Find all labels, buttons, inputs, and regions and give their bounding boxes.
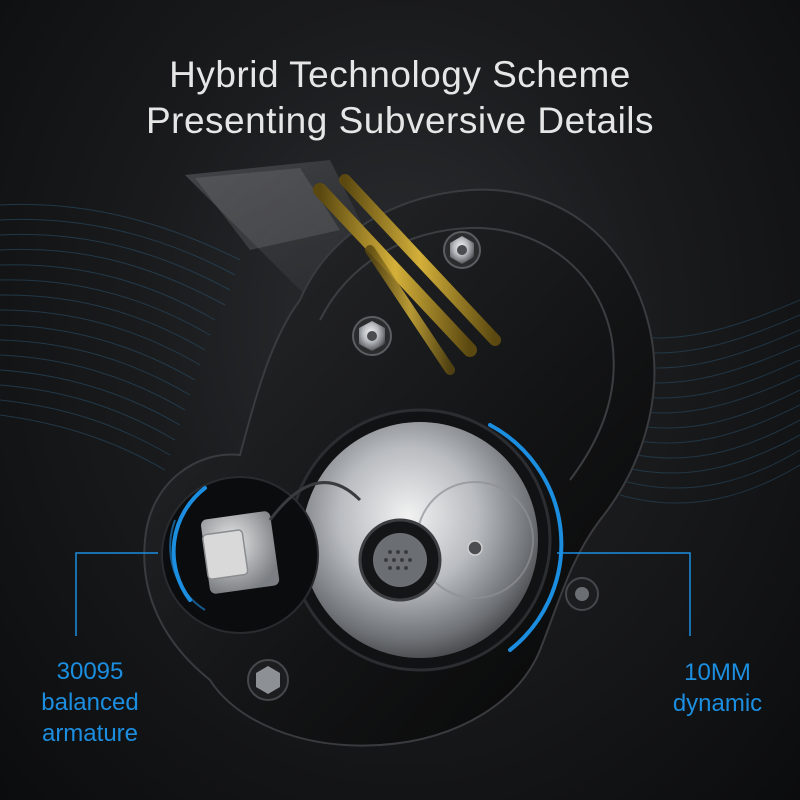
driver-highlight-arc	[488, 423, 564, 652]
screw-top-left	[352, 316, 392, 356]
armature-type-line-1: balanced	[41, 689, 139, 716]
screw-top-right	[443, 231, 481, 269]
armature-highlight-arc-inner	[169, 519, 206, 611]
headline-line-2: Presenting Subversive Details	[145, 100, 655, 141]
gold-pins	[313, 174, 501, 375]
dynamic-driver-label: 10MM dynamic	[660, 657, 775, 719]
driver-type: dynamic	[672, 690, 763, 717]
armature-model: 30095	[56, 658, 124, 685]
headline-line-1: Hybrid Technology Scheme	[169, 54, 631, 95]
screw-bottom-right	[565, 577, 599, 611]
dynamic-driver	[288, 408, 552, 672]
balanced-armature-label: 30095 balanced armature	[30, 656, 150, 749]
balanced-armature-unit	[161, 476, 362, 634]
headline: Hybrid Technology Scheme Presenting Subv…	[0, 52, 800, 144]
armature-callout-line	[75, 552, 158, 636]
screw-bottom-left	[247, 659, 289, 701]
armature-type-line-2: armature	[41, 720, 139, 747]
driver-callout-line	[557, 552, 691, 636]
driver-size: 10MM	[684, 659, 751, 686]
